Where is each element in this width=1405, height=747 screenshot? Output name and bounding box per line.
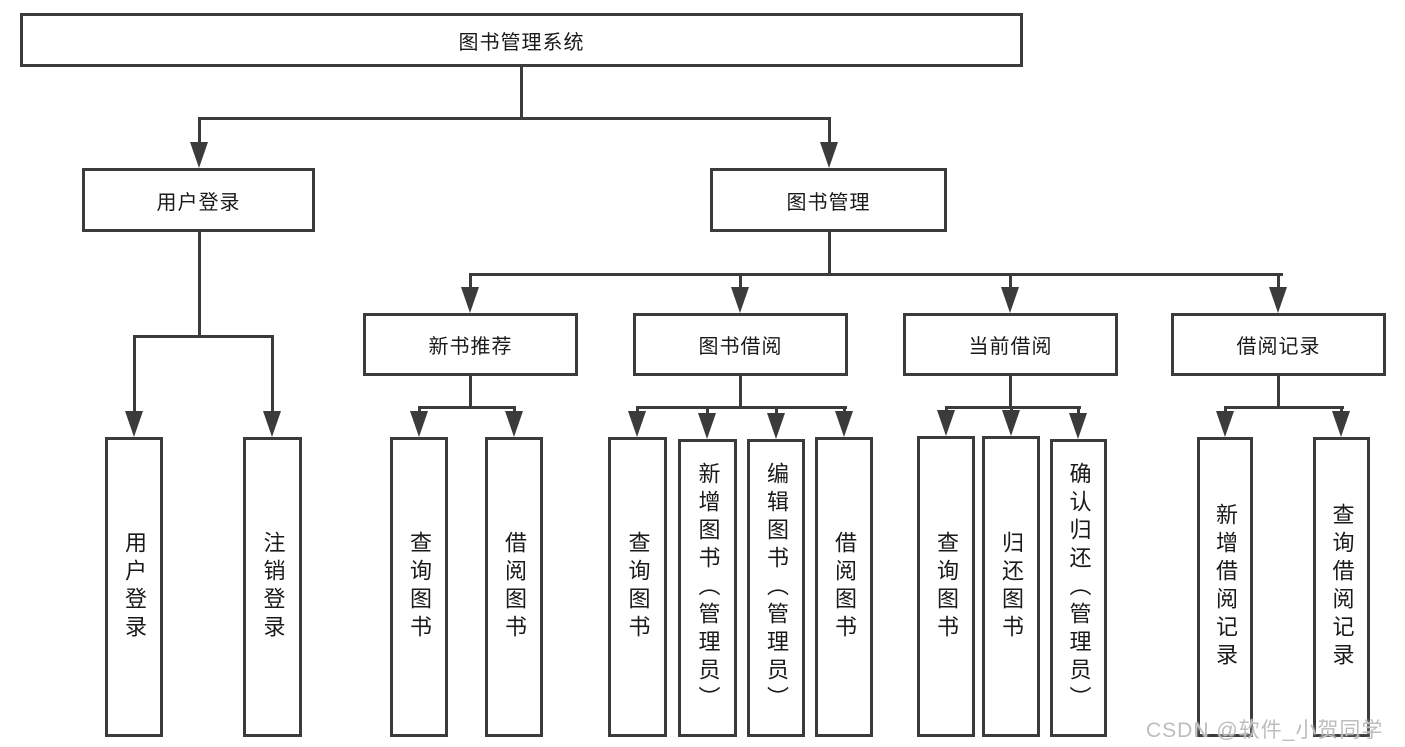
connector-new-book-stem bbox=[469, 376, 472, 406]
leaf-label: 查询图书 bbox=[407, 531, 432, 643]
arrowhead-icon bbox=[1069, 413, 1087, 439]
arrowhead-icon bbox=[698, 413, 716, 439]
connector-borrow-hbar bbox=[635, 406, 847, 409]
connector-user-login-hbar bbox=[132, 335, 274, 338]
arrowhead-icon bbox=[1332, 411, 1350, 437]
connector-new-book-hbar bbox=[417, 406, 516, 409]
leaf-label: 借阅图书 bbox=[832, 531, 857, 643]
arrowhead-icon bbox=[125, 411, 143, 437]
leaf-label: 归还图书 bbox=[999, 530, 1024, 643]
arrowhead-icon bbox=[820, 142, 838, 168]
leaf-query-books-recommend: 查询图书 bbox=[390, 437, 448, 737]
leaf-confirm-return-admin: 确认归还（管理员） bbox=[1050, 439, 1107, 737]
arrowhead-icon bbox=[1001, 287, 1019, 313]
connector-drop-user-login bbox=[197, 117, 201, 144]
leaf-label: 查询借阅记录 bbox=[1329, 503, 1355, 671]
connector-drop-leaf bbox=[417, 406, 421, 414]
leaf-edit-books-admin: 编辑图书（管理员） bbox=[747, 439, 805, 737]
connector-drop-leaf bbox=[1077, 406, 1080, 414]
arrowhead-icon bbox=[505, 411, 523, 437]
connector-drop-leaf bbox=[842, 406, 846, 414]
connector-book-mgmt-hbar bbox=[468, 273, 1283, 276]
connector-root-stem bbox=[519, 67, 523, 117]
arrowhead-icon bbox=[628, 411, 646, 437]
connector-drop-logout-leaf bbox=[270, 335, 274, 413]
connector-drop-leaf bbox=[1340, 406, 1343, 414]
leaf-add-books-admin: 新增图书（管理员） bbox=[678, 439, 737, 737]
leaf-query-books-borrow: 查询图书 bbox=[608, 437, 667, 737]
connector-drop-borrow bbox=[739, 273, 742, 289]
arrowhead-icon bbox=[767, 413, 785, 439]
leaf-user-login: 用户登录 bbox=[105, 437, 163, 737]
node-new-book-recommend: 新书推荐 bbox=[363, 313, 578, 376]
connector-borrow-stem bbox=[739, 376, 742, 406]
connector-root-hbar bbox=[197, 117, 831, 120]
arrowhead-icon bbox=[263, 411, 281, 437]
arrowhead-icon bbox=[1269, 287, 1287, 313]
arrowhead-icon bbox=[410, 411, 428, 437]
leaf-label: 确认归还（管理员） bbox=[1066, 462, 1092, 714]
node-label: 用户登录 bbox=[156, 191, 241, 214]
connector-drop-leaf bbox=[774, 406, 778, 414]
node-label: 图书管理系统 bbox=[458, 31, 585, 54]
arrowhead-icon bbox=[1002, 410, 1020, 436]
node-label: 借阅记录 bbox=[1236, 336, 1321, 358]
arrowhead-icon bbox=[1216, 411, 1234, 437]
leaf-label: 用户登录 bbox=[122, 531, 147, 643]
connector-drop-leaf bbox=[1223, 406, 1227, 414]
arrowhead-icon bbox=[461, 287, 479, 313]
node-user-login: 用户登录 bbox=[82, 168, 315, 232]
connector-drop-leaf bbox=[512, 406, 516, 414]
leaf-label: 查询图书 bbox=[625, 531, 651, 643]
leaf-label: 编辑图书（管理员） bbox=[764, 462, 789, 714]
arrowhead-icon bbox=[835, 411, 853, 437]
connector-drop-records bbox=[1277, 273, 1280, 289]
connector-current-hbar bbox=[944, 406, 1081, 409]
connector-current-stem bbox=[1009, 376, 1012, 406]
connector-drop-new-book bbox=[468, 273, 472, 289]
connector-drop-current bbox=[1009, 273, 1012, 289]
node-label: 当前借阅 bbox=[968, 336, 1053, 358]
leaf-label: 借阅图书 bbox=[502, 531, 527, 643]
connector-user-login-stem bbox=[197, 232, 201, 335]
node-label: 新书推荐 bbox=[428, 336, 513, 358]
leaf-label: 查询图书 bbox=[934, 530, 959, 643]
leaf-query-books-current: 查询图书 bbox=[917, 436, 975, 737]
node-borrowing-records: 借阅记录 bbox=[1171, 313, 1386, 376]
node-root-library-system: 图书管理系统 bbox=[20, 13, 1023, 67]
arrowhead-icon bbox=[731, 287, 749, 313]
arrowhead-icon bbox=[190, 142, 208, 168]
node-label: 图书借阅 bbox=[698, 336, 783, 358]
leaf-add-borrow-record: 新增借阅记录 bbox=[1197, 437, 1253, 737]
leaf-return-books: 归还图书 bbox=[982, 436, 1040, 737]
node-book-management: 图书管理 bbox=[710, 168, 947, 232]
connector-records-hbar bbox=[1223, 406, 1344, 409]
node-book-borrowing: 图书借阅 bbox=[633, 313, 848, 376]
connector-drop-leaf bbox=[706, 406, 709, 414]
node-label: 图书管理 bbox=[786, 191, 871, 214]
connector-records-stem bbox=[1277, 376, 1280, 406]
connector-drop-login-leaf bbox=[132, 335, 136, 413]
leaf-borrow-books-recommend: 借阅图书 bbox=[485, 437, 543, 737]
connector-drop-book-mgmt bbox=[827, 117, 831, 144]
leaf-label: 注销登录 bbox=[260, 531, 286, 643]
node-current-borrowing: 当前借阅 bbox=[903, 313, 1118, 376]
arrowhead-icon bbox=[937, 410, 955, 436]
watermark: CSDN @软件_小贺同学 bbox=[1146, 719, 1384, 742]
connector-book-mgmt-stem bbox=[827, 232, 831, 273]
leaf-logout: 注销登录 bbox=[243, 437, 302, 737]
leaf-query-borrow-record: 查询借阅记录 bbox=[1313, 437, 1370, 737]
connector-drop-leaf bbox=[635, 406, 639, 414]
leaf-label: 新增借阅记录 bbox=[1213, 503, 1238, 671]
leaf-borrow-books: 借阅图书 bbox=[815, 437, 873, 737]
leaf-label: 新增图书（管理员） bbox=[695, 462, 721, 714]
